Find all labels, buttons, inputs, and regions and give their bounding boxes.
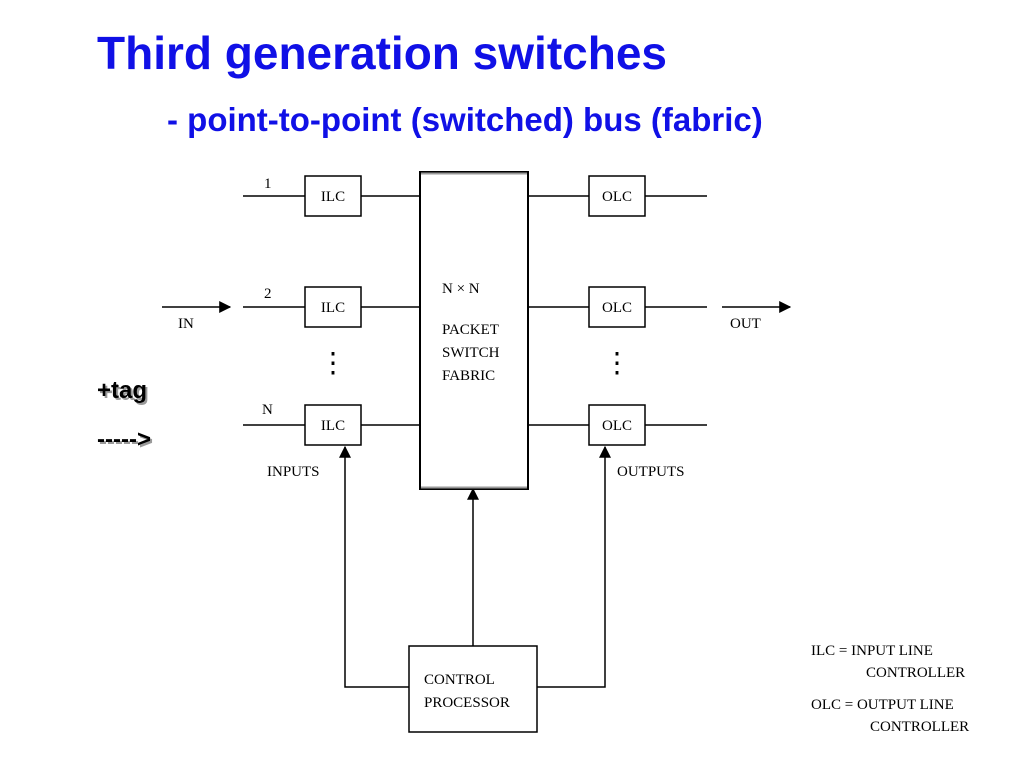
port-label-n: N (262, 402, 273, 418)
arrow-note: -----> (97, 426, 151, 453)
fabric-label-line-2: SWITCH (442, 345, 500, 361)
control-label-line-1: CONTROL (424, 672, 495, 688)
outputs-label: OUTPUTS (617, 464, 685, 480)
olc-label-n: OLC (602, 418, 632, 434)
tag-note: +tag (97, 377, 148, 404)
fabric-label-line-3: FABRIC (442, 368, 495, 384)
olc-label-1: OLC (602, 189, 632, 205)
legend-ilc-line-1: ILC = INPUT LINE (811, 643, 933, 659)
legend-olc-line-1: OLC = OUTPUT LINE (811, 697, 954, 713)
in-label: IN (178, 316, 194, 332)
control-to-outputs-arrow (537, 445, 611, 688)
legend-olc-line-2: CONTROLLER (870, 719, 969, 735)
olc-box-2 (588, 286, 646, 328)
ilc-label-2: ILC (321, 300, 345, 316)
switch-fabric-box (419, 171, 529, 490)
slide-title: Third generation switches (97, 27, 667, 79)
ilc-label-1: ILC (321, 189, 345, 205)
ilc-box-n (304, 404, 362, 446)
ilc-label-n: ILC (321, 418, 345, 434)
control-to-inputs-arrow (339, 445, 409, 688)
fabric-label-line-1: PACKET (442, 322, 499, 338)
ilc-box-1 (304, 175, 362, 217)
legend-ilc-line-2: CONTROLLER (866, 665, 965, 681)
ilc-ellipsis: ⋮ (319, 348, 347, 379)
olc-box-1 (588, 175, 646, 217)
ilc-box-2 (304, 286, 362, 328)
inputs-label: INPUTS (267, 464, 320, 480)
control-processor-box (408, 645, 538, 733)
olc-box-n (588, 404, 646, 446)
slide-subtitle: - point-to-point (switched) bus (fabric) (167, 101, 763, 138)
fabric-size-label: N × N (442, 281, 480, 297)
port-label-2: 2 (264, 286, 272, 302)
port-label-1: 1 (264, 176, 272, 192)
olc-ellipsis: ⋮ (603, 348, 631, 379)
out-label: OUT (730, 316, 761, 332)
control-label-line-2: PROCESSOR (424, 695, 510, 711)
olc-label-2: OLC (602, 300, 632, 316)
